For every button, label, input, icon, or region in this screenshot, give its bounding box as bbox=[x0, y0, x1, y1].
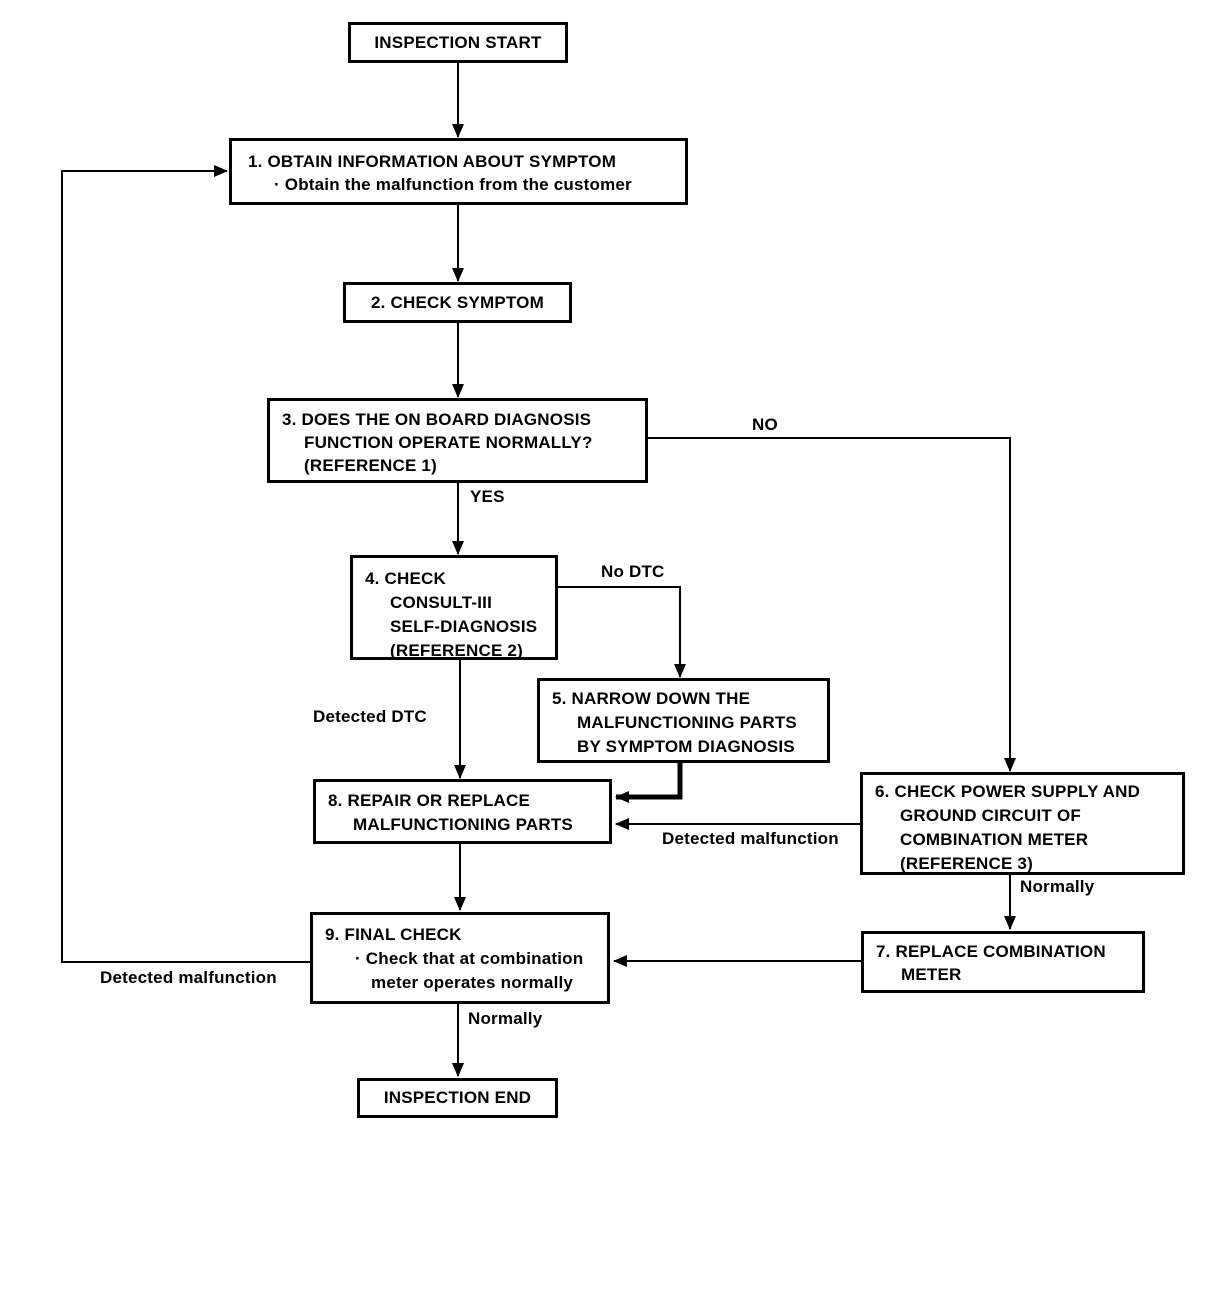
node-text-line: 3. DOES THE ON BOARD DIAGNOSIS bbox=[282, 410, 592, 429]
node-text-line: meter operates normally bbox=[371, 973, 574, 992]
node-label: INSPECTION START bbox=[374, 32, 542, 52]
edge-label-detected-malfunction-right: Detected malfunction bbox=[662, 829, 839, 848]
node-text-line: (REFERENCE 2) bbox=[390, 641, 523, 660]
node-step4-consult-self-diagnosis: 4. CHECK CONSULT-III SELF-DIAGNOSIS (REF… bbox=[350, 555, 558, 660]
node-inspection-end: INSPECTION END bbox=[357, 1078, 558, 1118]
node-step6-check-power-supply: 6. CHECK POWER SUPPLY AND GROUND CIRCUIT… bbox=[860, 772, 1185, 875]
edge-label-no-dtc: No DTC bbox=[601, 562, 665, 581]
node-text-line: COMBINATION METER bbox=[900, 830, 1089, 849]
node-inspection-start: INSPECTION START bbox=[348, 22, 568, 63]
node-text-line: (REFERENCE 3) bbox=[900, 854, 1033, 873]
node-text-line: METER bbox=[901, 965, 962, 984]
node-text-line: 6. CHECK POWER SUPPLY AND bbox=[875, 782, 1141, 801]
node-text-line: BY SYMPTOM DIAGNOSIS bbox=[577, 737, 795, 756]
edge-label-normally-right: Normally bbox=[1020, 877, 1095, 896]
node-text-line: MALFUNCTIONING PARTS bbox=[577, 713, 797, 732]
node-text-line: (REFERENCE 1) bbox=[304, 456, 437, 475]
node-text-line: MALFUNCTIONING PARTS bbox=[353, 815, 573, 834]
node-step1-obtain-information: 1. OBTAIN INFORMATION ABOUT SYMPTOM · Ob… bbox=[229, 138, 688, 205]
node-label: 2. CHECK SYMPTOM bbox=[371, 292, 544, 312]
node-text-line: 9. FINAL CHECK bbox=[325, 925, 462, 944]
node-text-line: SELF-DIAGNOSIS bbox=[390, 617, 538, 636]
node-step3-on-board-diagnosis: 3. DOES THE ON BOARD DIAGNOSIS FUNCTION … bbox=[267, 398, 648, 483]
edge-label-yes: YES bbox=[470, 487, 505, 506]
node-text-line: · Obtain the malfunction from the custom… bbox=[274, 175, 632, 194]
node-text-line: 8. REPAIR OR REPLACE bbox=[328, 791, 531, 810]
node-step7-replace-combination-meter: 7. REPLACE COMBINATION METER bbox=[861, 931, 1145, 993]
node-text-line: GROUND CIRCUIT OF bbox=[900, 806, 1081, 825]
edge-label-no: NO bbox=[752, 415, 778, 434]
node-text-line: 7. REPLACE COMBINATION bbox=[876, 942, 1106, 961]
edge-step3-step6-no bbox=[648, 437, 1016, 772]
edge-step4-step5-nodtc bbox=[558, 586, 686, 678]
node-text-line: · Check that at combination bbox=[355, 949, 584, 968]
edge-label-detected-malfunction-left: Detected malfunction bbox=[100, 968, 277, 987]
node-step5-narrow-down-parts: 5. NARROW DOWN THE MALFUNCTIONING PARTS … bbox=[537, 678, 830, 763]
edge-label-detected-dtc: Detected DTC bbox=[313, 707, 427, 726]
edge-label-normally-bottom: Normally bbox=[468, 1009, 543, 1028]
node-step2-check-symptom: 2. CHECK SYMPTOM bbox=[343, 282, 572, 323]
edge-step9-step1-loopback bbox=[61, 165, 310, 963]
node-text-line: 4. CHECK bbox=[365, 569, 446, 588]
node-text-line: 1. OBTAIN INFORMATION ABOUT SYMPTOM bbox=[248, 152, 617, 171]
edge-step5-step8 bbox=[615, 763, 683, 803]
node-text-line: 5. NARROW DOWN THE bbox=[552, 689, 751, 708]
node-text-line: CONSULT-III bbox=[390, 593, 492, 612]
node-step8-repair-or-replace: 8. REPAIR OR REPLACE MALFUNCTIONING PART… bbox=[313, 779, 612, 844]
node-label: INSPECTION END bbox=[383, 1088, 532, 1107]
node-step9-final-check: 9. FINAL CHECK · Check that at combinati… bbox=[310, 912, 610, 1004]
node-text-line: FUNCTION OPERATE NORMALLY? bbox=[304, 433, 593, 452]
